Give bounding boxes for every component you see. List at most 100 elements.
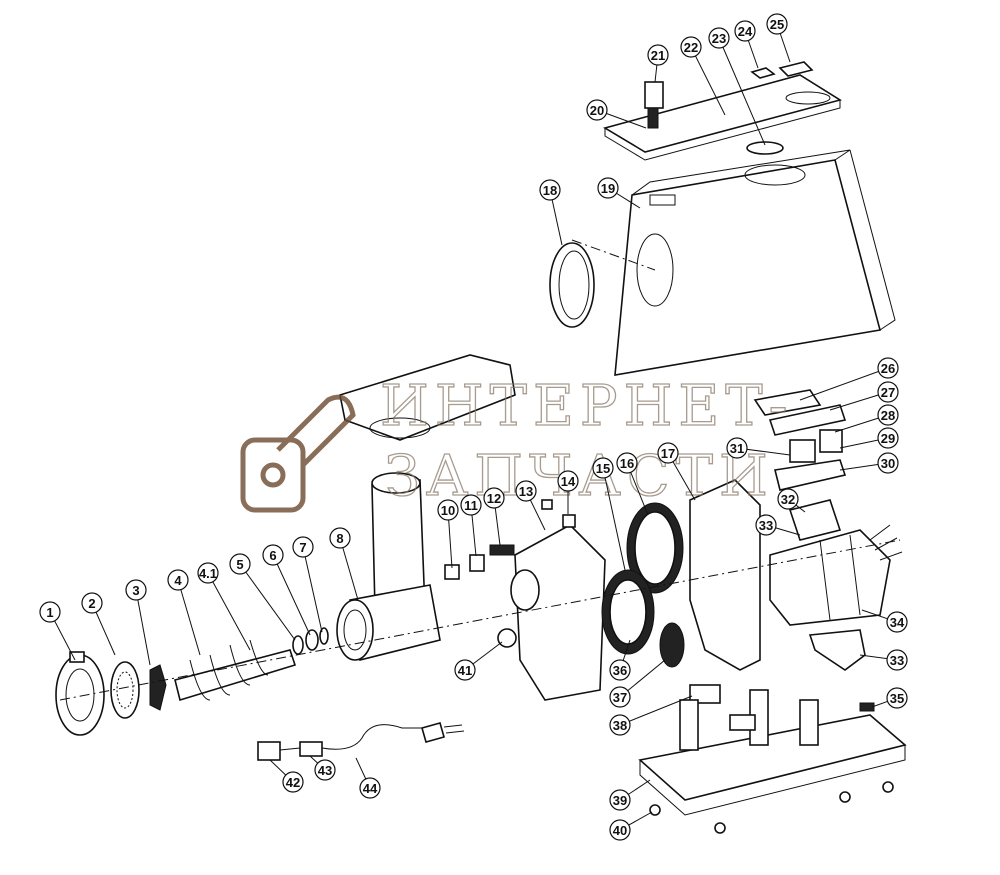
callout: 26 xyxy=(799,357,899,401)
callout: 27 xyxy=(829,381,899,411)
callout-number: 30 xyxy=(881,456,895,471)
callout-circle xyxy=(766,13,788,35)
callout: 28 xyxy=(834,404,899,433)
callout: 3 xyxy=(125,579,151,666)
callout: 39 xyxy=(609,779,651,811)
callout-circle xyxy=(359,777,381,799)
callout-circle xyxy=(647,44,669,66)
callout-circle xyxy=(454,659,476,681)
callout-number: 3 xyxy=(132,583,139,598)
callout: 12 xyxy=(483,487,505,546)
foot-block xyxy=(689,684,721,704)
callout-circle xyxy=(877,427,899,449)
callout-number: 11 xyxy=(464,498,478,513)
callout-circle xyxy=(197,562,219,584)
svg-text:ЗАПЧАСТИ: ЗАПЧАСТИ xyxy=(385,444,774,509)
callout-circle xyxy=(609,686,631,708)
assembly-axis-ring xyxy=(571,239,656,271)
callout-number: 43 xyxy=(318,763,332,778)
callout: 33 xyxy=(755,514,801,536)
callout: 4 xyxy=(167,569,201,656)
callout-circle xyxy=(515,480,537,502)
washers xyxy=(292,627,329,655)
leader-line xyxy=(239,563,296,641)
callout: 11 xyxy=(460,494,482,557)
callout: 44 xyxy=(355,757,381,799)
callout-circle xyxy=(609,819,631,841)
callout: 40 xyxy=(609,811,653,841)
switch-board xyxy=(753,389,847,491)
leader-line xyxy=(272,554,311,636)
gearbox-front xyxy=(510,524,606,701)
ring xyxy=(549,242,595,328)
callout-number: 44 xyxy=(363,781,378,796)
callout-number: 29 xyxy=(881,431,895,446)
leader-line xyxy=(207,572,251,651)
clip xyxy=(859,702,875,712)
callout: 10 xyxy=(437,499,459,569)
leader-line xyxy=(135,589,151,666)
callout: 22 xyxy=(680,36,726,116)
callout: 31 xyxy=(726,437,791,459)
callout: 1 xyxy=(39,601,76,661)
blade xyxy=(149,664,167,711)
bracket xyxy=(808,629,866,671)
callout-circle xyxy=(282,771,304,793)
callout-number: 33 xyxy=(890,653,904,668)
callout-circle xyxy=(877,404,899,426)
callout-number: 37 xyxy=(613,690,627,705)
callout-circle xyxy=(734,20,756,42)
callout: 8 xyxy=(329,527,359,601)
callout-circle xyxy=(557,470,579,492)
callout: 33 xyxy=(859,649,908,671)
callout-circle xyxy=(877,381,899,403)
callout-circle xyxy=(586,99,608,121)
callout: 25 xyxy=(766,13,791,63)
callout-number: 35 xyxy=(890,691,904,706)
leader-line xyxy=(177,579,201,656)
callout-number: 4 xyxy=(174,573,182,588)
switch-knob xyxy=(644,81,664,129)
callout-number: 5 xyxy=(236,557,243,572)
gearbox-rear xyxy=(689,479,761,671)
leader-line xyxy=(339,537,359,601)
callout-number: 38 xyxy=(613,718,627,733)
callout-number: 16 xyxy=(620,456,634,471)
leader-line xyxy=(690,46,726,116)
callout: 15 xyxy=(592,457,626,571)
callout-number: 18 xyxy=(543,183,557,198)
leader-line xyxy=(619,695,693,726)
top-cover-plate xyxy=(602,74,842,161)
callout: 19 xyxy=(597,177,641,209)
callout: 17 xyxy=(657,442,696,501)
motor-housing xyxy=(614,149,896,376)
callout-circle xyxy=(81,592,103,614)
callout-number: 6 xyxy=(269,548,276,563)
callout: 7 xyxy=(292,536,323,633)
callout-circle xyxy=(886,649,908,671)
callout-number: 36 xyxy=(613,663,627,678)
callout: 5 xyxy=(229,553,296,641)
callout-number: 12 xyxy=(487,491,501,506)
callout-circle xyxy=(292,536,314,558)
callout-number: 20 xyxy=(590,103,604,118)
grinder-head xyxy=(336,472,441,661)
callout-circle xyxy=(657,442,679,464)
callout: 43 xyxy=(309,755,336,781)
callout: 41 xyxy=(454,641,503,681)
leader-line xyxy=(302,546,323,633)
callout-circle xyxy=(877,452,899,474)
callout: 18 xyxy=(539,179,563,246)
callout: 13 xyxy=(515,480,546,531)
callout-circle xyxy=(597,177,619,199)
callout-circle xyxy=(437,499,459,521)
watermark: ИНТЕРНЕТ- ЗАПЧАСТИ xyxy=(240,373,788,513)
callout-circle xyxy=(460,494,482,516)
callout-circle xyxy=(886,687,908,709)
callout-circle xyxy=(726,437,748,459)
callout-number: 13 xyxy=(519,484,533,499)
callout-circle xyxy=(592,457,614,479)
callout-circle xyxy=(755,514,777,536)
